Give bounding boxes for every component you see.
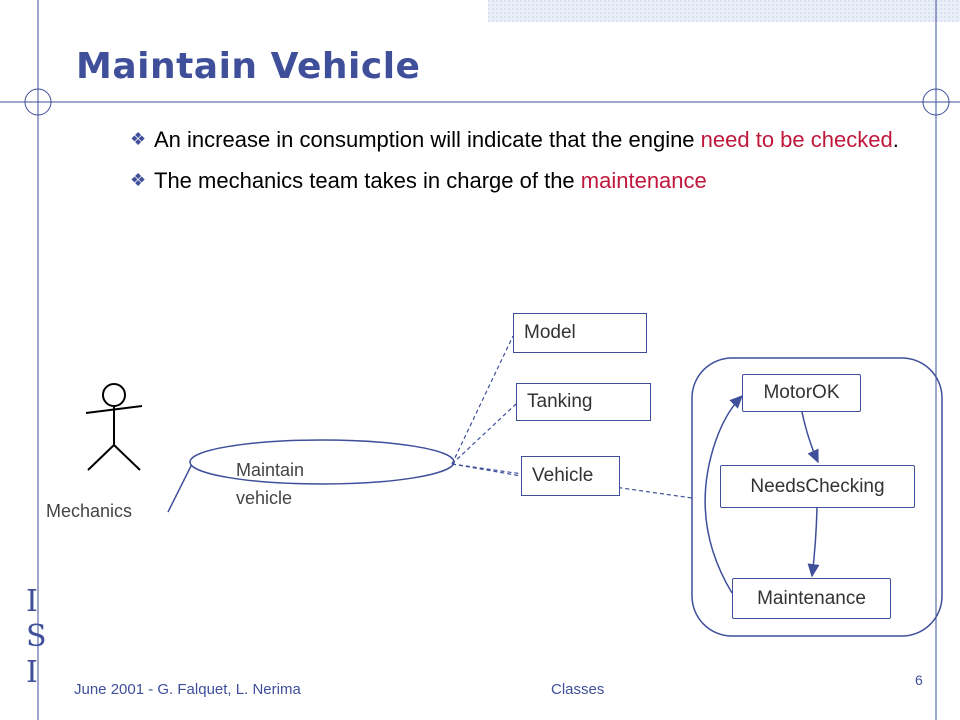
page-number: 6 (915, 672, 923, 688)
actor-figure (85, 383, 143, 471)
class-label: Tanking (527, 391, 593, 412)
bullet-text: The mechanics team takes in charge of th… (154, 168, 581, 193)
transition-motorok-needschecking (801, 411, 819, 464)
actor-label: Mechanics (46, 501, 133, 521)
bullet-diamond-icon: ❖ (130, 170, 147, 190)
actor-usecase-link (167, 459, 195, 513)
footer-author: June 2001 - G. Falquet, L. Nerima (74, 681, 301, 698)
bullet-diamond-icon: ❖ (130, 129, 147, 149)
isi-logo-letter: S (26, 619, 47, 654)
state-label: Maintenance (757, 587, 866, 609)
class-box-model: Model (513, 313, 647, 353)
bullet-text: . (892, 127, 899, 152)
class-box-vehicle: Vehicle (521, 456, 620, 496)
class-label: Model (524, 322, 576, 343)
bullet-list: ❖ An increase in consumption will indica… (130, 124, 930, 206)
footer-section: Classes (551, 681, 605, 698)
link-vehicle (451, 463, 522, 477)
transition-maintenance-motorok (704, 394, 744, 594)
isi-logo-letter: I (26, 584, 38, 619)
bullet-item: ❖ The mechanics team takes in charge of … (130, 165, 930, 196)
class-box-tanking: Tanking (516, 383, 651, 421)
state-maintenance: Maintenance (732, 578, 891, 619)
state-needschecking: NeedsChecking (720, 465, 915, 508)
bullet-highlight: need to be checked (700, 127, 893, 152)
state-label: NeedsChecking (750, 475, 885, 497)
isi-logo-letter: I (26, 655, 38, 690)
corner-band (488, 0, 960, 22)
bullet-highlight: maintenance (580, 168, 707, 193)
class-label: Vehicle (532, 465, 594, 486)
page-title: Maintain Vehicle (76, 46, 421, 87)
bullet-text: An increase in consumption will indicate… (154, 127, 701, 152)
state-label: MotorOK (763, 382, 840, 403)
transition-needschecking-maintenance (807, 507, 820, 578)
link-tanking (451, 403, 517, 465)
frame-circle-left (24, 88, 52, 116)
frame-circle-right (922, 88, 950, 116)
statechart-container (691, 357, 943, 637)
bullet-item: ❖ An increase in consumption will indica… (130, 124, 930, 155)
link-model (451, 335, 514, 465)
state-motorok: MotorOK (742, 374, 861, 412)
usecase-label: Maintain vehicle (236, 460, 305, 508)
